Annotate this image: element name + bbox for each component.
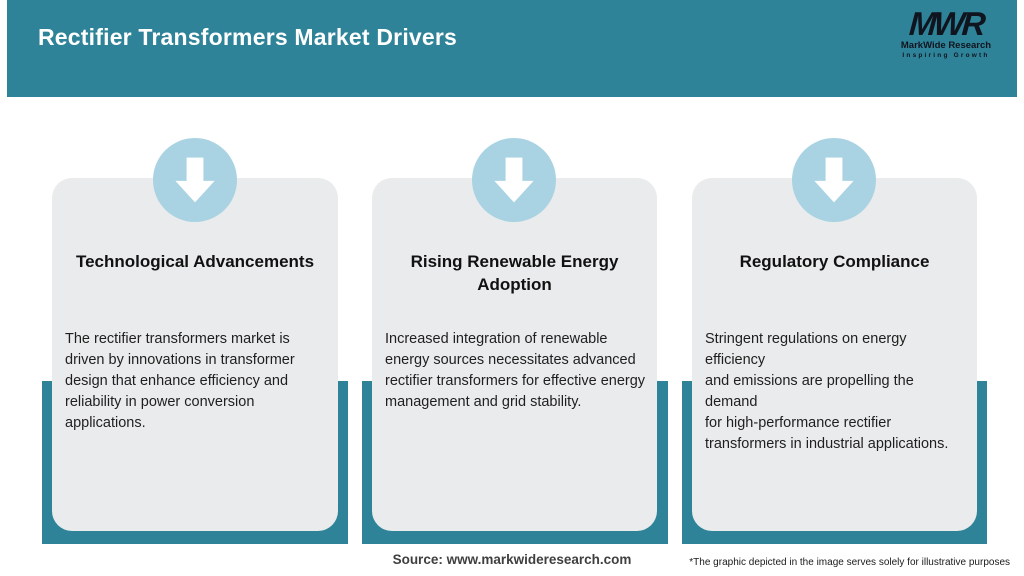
page-title: Rectifier Transformers Market Drivers (38, 24, 458, 50)
card-icon-circle (472, 138, 556, 222)
card-title: Regulatory Compliance (739, 252, 930, 271)
disclaimer-text: *The graphic depicted in the image serve… (689, 557, 1010, 568)
card-title: Rising Renewable Energy Adoption (410, 252, 619, 294)
logo-acronym: MWR (908, 5, 985, 42)
driver-card-technological-advancements: Technological Advancements The rectifier… (52, 178, 338, 531)
card-body: Stringent regulations on energy efficien… (705, 331, 949, 452)
down-arrow-icon (494, 157, 534, 203)
source-text: Source: www.markwideresearch.com (392, 552, 632, 567)
logo-name: MarkWide Research (900, 40, 992, 51)
card-icon-circle (792, 138, 876, 222)
card-title: Technological Advancements (75, 252, 315, 271)
card-body: The rectifier transformers market is dri… (65, 331, 295, 431)
logo-tagline: Inspiring Growth (902, 52, 990, 59)
card-body: Increased integration of renewable energ… (385, 331, 646, 410)
down-arrow-icon (814, 157, 854, 203)
markwide-logo: MWR MarkWide Research Inspiring Growth (891, 5, 1001, 59)
card-icon-circle (153, 138, 237, 222)
driver-card-regulatory-compliance: Regulatory Compliance Stringent regulati… (692, 178, 977, 531)
header-bar: Rectifier Transformers Market Drivers MW… (7, 0, 1017, 97)
driver-card-rising-renewable-energy-adoption: Rising Renewable Energy Adoption Increas… (372, 178, 657, 531)
down-arrow-icon (175, 157, 215, 203)
